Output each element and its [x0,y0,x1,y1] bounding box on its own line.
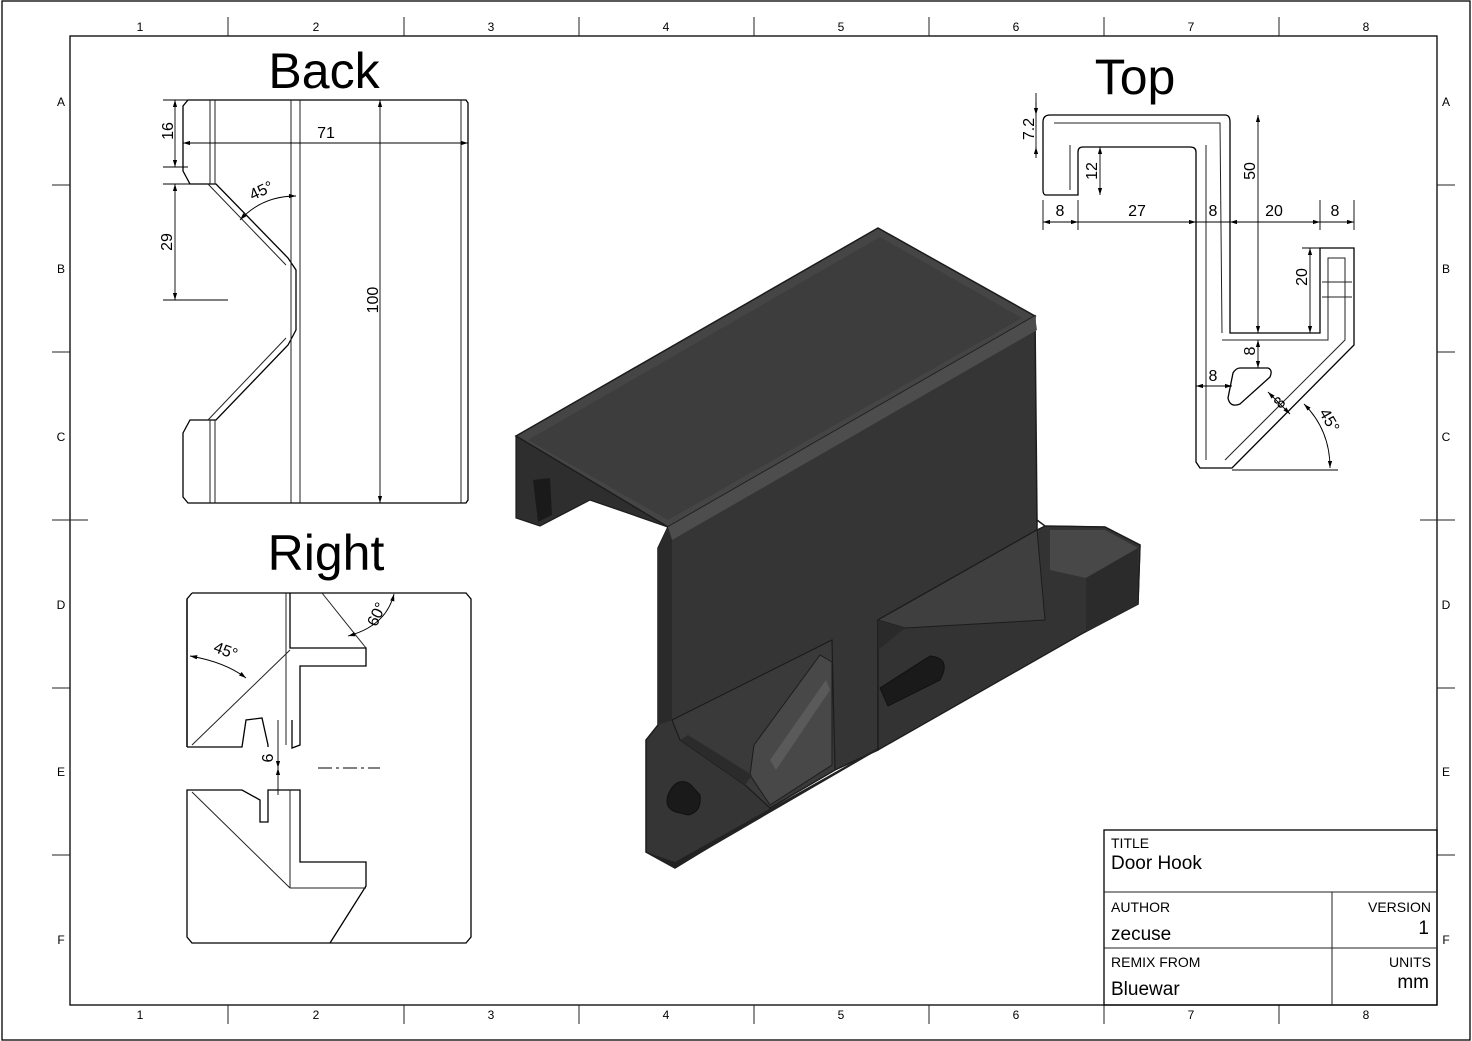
zone-col-4: 4 [663,1008,670,1022]
zone-row-c: C [1442,430,1451,444]
title-block: TITLE Door Hook AUTHOR zecuse VERSION 1 … [1103,829,1438,1006]
top-dim-8-c: 8 [1331,203,1340,220]
zone-col-8: 8 [1363,20,1370,34]
zone-row-f: F [1442,933,1449,947]
top-dim-50: 50 [1242,162,1259,180]
back-dim-16: 16 [160,122,177,140]
units-value: mm [1397,972,1429,993]
right-dim-6: 6 [260,753,277,762]
zone-col-3: 3 [488,20,495,34]
top-view: Top 7.2 12 50 8 27 8 20 8 20 [1021,49,1355,471]
top-dim-8-f: 8 [1271,394,1289,412]
title-label: TITLE [1111,835,1149,851]
zone-row-labels-left: A B C D E F [57,95,66,947]
zone-row-b: B [57,262,65,276]
top-dim-8-a: 8 [1056,203,1065,220]
zone-col-labels-bottom: 1 2 3 4 5 6 7 8 [137,1008,1370,1022]
zone-col-6: 6 [1013,1008,1020,1022]
zone-row-d: D [57,598,66,612]
zone-row-e: E [57,765,65,779]
right-view: Right 6 45° 60° [186,525,472,944]
zone-col-7: 7 [1188,1008,1195,1022]
zone-col-1: 1 [137,20,144,34]
zone-row-f: F [57,933,64,947]
units-label: UNITS [1389,954,1431,970]
zone-ticks [52,17,1455,1024]
top-view-title: Top [1095,49,1176,105]
zone-row-c: C [57,430,66,444]
back-dim-71: 71 [317,125,335,142]
top-dim-8-b: 8 [1209,203,1218,220]
zone-col-5: 5 [838,1008,845,1022]
zone-row-e: E [1442,765,1450,779]
top-dim-7-2: 7.2 [1021,118,1038,140]
zone-col-3: 3 [488,1008,495,1022]
top-dim-8-d: 8 [1242,346,1259,355]
version-label: VERSION [1368,899,1431,915]
top-dim-45: 45° [1315,406,1342,435]
zone-row-labels-right: A B C D E F [1442,95,1451,947]
top-dim-20-v: 20 [1294,268,1311,286]
back-view: Back 16 71 29 100 45° [159,43,469,504]
right-dim-60: 60° [365,600,391,629]
zone-col-8: 8 [1363,1008,1370,1022]
right-dim-45: 45° [211,639,240,663]
zone-col-7: 7 [1188,20,1195,34]
zone-col-2: 2 [313,20,320,34]
zone-col-2: 2 [313,1008,320,1022]
isometric-model [514,227,1141,869]
back-view-title: Back [268,43,380,99]
top-dim-20-h: 20 [1265,203,1283,220]
zone-row-b: B [1442,262,1450,276]
version-value: 1 [1418,918,1429,939]
zone-col-5: 5 [838,20,845,34]
zone-col-1: 1 [137,1008,144,1022]
title-value: Door Hook [1111,853,1202,874]
top-dim-12: 12 [1084,162,1101,180]
back-dim-45: 45° [247,179,276,205]
zone-col-6: 6 [1013,20,1020,34]
back-dim-100: 100 [365,287,382,314]
author-value: zecuse [1111,924,1171,945]
zone-row-d: D [1442,598,1451,612]
zone-col-4: 4 [663,20,670,34]
zone-row-a: A [57,95,65,109]
back-dim-29: 29 [159,233,176,251]
remix-value: Bluewar [1111,979,1180,1000]
top-dim-27: 27 [1128,203,1146,220]
zone-row-a: A [1442,95,1450,109]
remix-label: REMIX FROM [1111,954,1200,970]
top-dim-8-e: 8 [1209,368,1218,385]
author-label: AUTHOR [1111,899,1170,915]
right-view-title: Right [268,525,385,581]
zone-col-labels-top: 1 2 3 4 5 6 7 8 [137,20,1370,34]
